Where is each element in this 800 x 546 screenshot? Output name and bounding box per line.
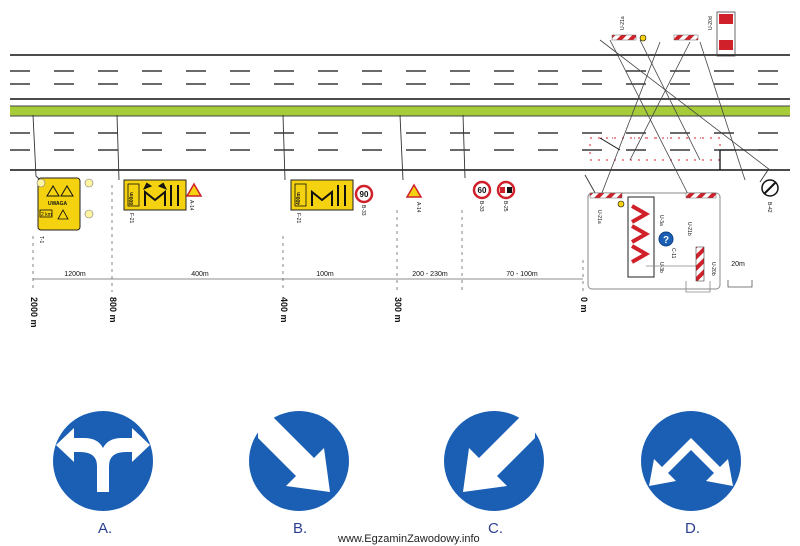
segment-70-100m: 70 - 100m: [506, 271, 538, 278]
segment-1200m: 1200m: [64, 271, 86, 278]
segment-20m: 20m: [731, 261, 745, 268]
c11-symbol: ?: [663, 235, 669, 246]
label-b42: B-42: [766, 202, 772, 213]
sign-b33-speed-60: 60: [472, 180, 492, 200]
speed-60-text: 60: [478, 186, 487, 195]
marker-2000m: 2000 m: [29, 297, 39, 328]
road: [10, 54, 790, 171]
pass-on-left-arrow-icon: [463, 415, 535, 492]
label-b33-90: B-33: [360, 205, 366, 216]
pass-either-side-arrow-icon: [649, 438, 733, 486]
option-a-sign: [53, 411, 153, 511]
measure-20m: [727, 280, 753, 288]
segment-400m: 400m: [191, 271, 209, 278]
label-f21-800m: F-21: [128, 213, 134, 224]
segment-100m: 100m: [316, 271, 334, 278]
label-u21a-top: U-21a: [620, 16, 626, 30]
sign-b25-no-overtaking: [496, 180, 516, 200]
option-b-label: B.: [293, 520, 308, 537]
label-u3b: U-3b: [658, 262, 664, 273]
label-b25: B-25: [502, 201, 508, 212]
label-f21-400m: F-21: [295, 213, 301, 224]
option-d-sign: [641, 411, 741, 511]
sign-f21-800m: 800m: [123, 179, 187, 211]
uwaga-distance: 2 km: [41, 212, 52, 218]
marker-400m: 400 m: [279, 297, 289, 323]
label-t1: T-1: [38, 236, 44, 243]
label-b33-60: B-33: [478, 201, 484, 212]
marker-0m: 0 m: [579, 297, 589, 313]
label-u20d: U-20d: [708, 16, 714, 30]
marker-800m: 800 m: [108, 297, 118, 323]
label-a14-300m: A-14: [415, 202, 421, 213]
sign-b42-end-restrictions: [761, 179, 779, 197]
work-zone: [589, 39, 771, 199]
option-c-label: C.: [488, 520, 503, 537]
turn-left-or-right-arrow-icon: [56, 428, 150, 492]
option-c-sign: [444, 411, 544, 511]
sign-f21-400m: 400m: [290, 179, 354, 211]
speed-90-text: 90: [360, 190, 369, 199]
label-u3a: U-3a: [658, 215, 664, 226]
marker-300m: 300 m: [393, 297, 403, 323]
label-u20b: U-20b: [710, 262, 716, 276]
label-a14-800m: A-14: [188, 200, 194, 211]
distance-guides: [32, 185, 584, 292]
f21-800m-distance: 800m: [129, 192, 135, 205]
uwaga-text: UWAGA: [48, 201, 68, 207]
sign-t1-warning-board: UWAGA 2 km: [36, 177, 94, 231]
label-u21a: U-21a: [596, 210, 602, 224]
option-b-sign: [249, 411, 349, 511]
closure-detail-box: ?: [587, 192, 721, 293]
pass-on-right-arrow-icon: [258, 415, 330, 492]
top-closure-signs: [611, 11, 736, 57]
label-c11: C-11: [670, 248, 676, 259]
f21-400m-distance: 400m: [296, 192, 302, 205]
option-d-label: D.: [685, 520, 700, 537]
watermark: www.EgzaminZawodowy.info: [338, 533, 480, 545]
median-strip: [10, 106, 790, 116]
segment-200-230m: 200 - 230m: [412, 271, 448, 278]
sign-b33-speed-90: 90: [354, 184, 374, 204]
sign-a14-300m: [405, 183, 423, 198]
option-a-label: A.: [98, 520, 113, 537]
label-u21b: U-21b: [686, 222, 692, 236]
sign-a14-roadworks: [185, 182, 203, 197]
